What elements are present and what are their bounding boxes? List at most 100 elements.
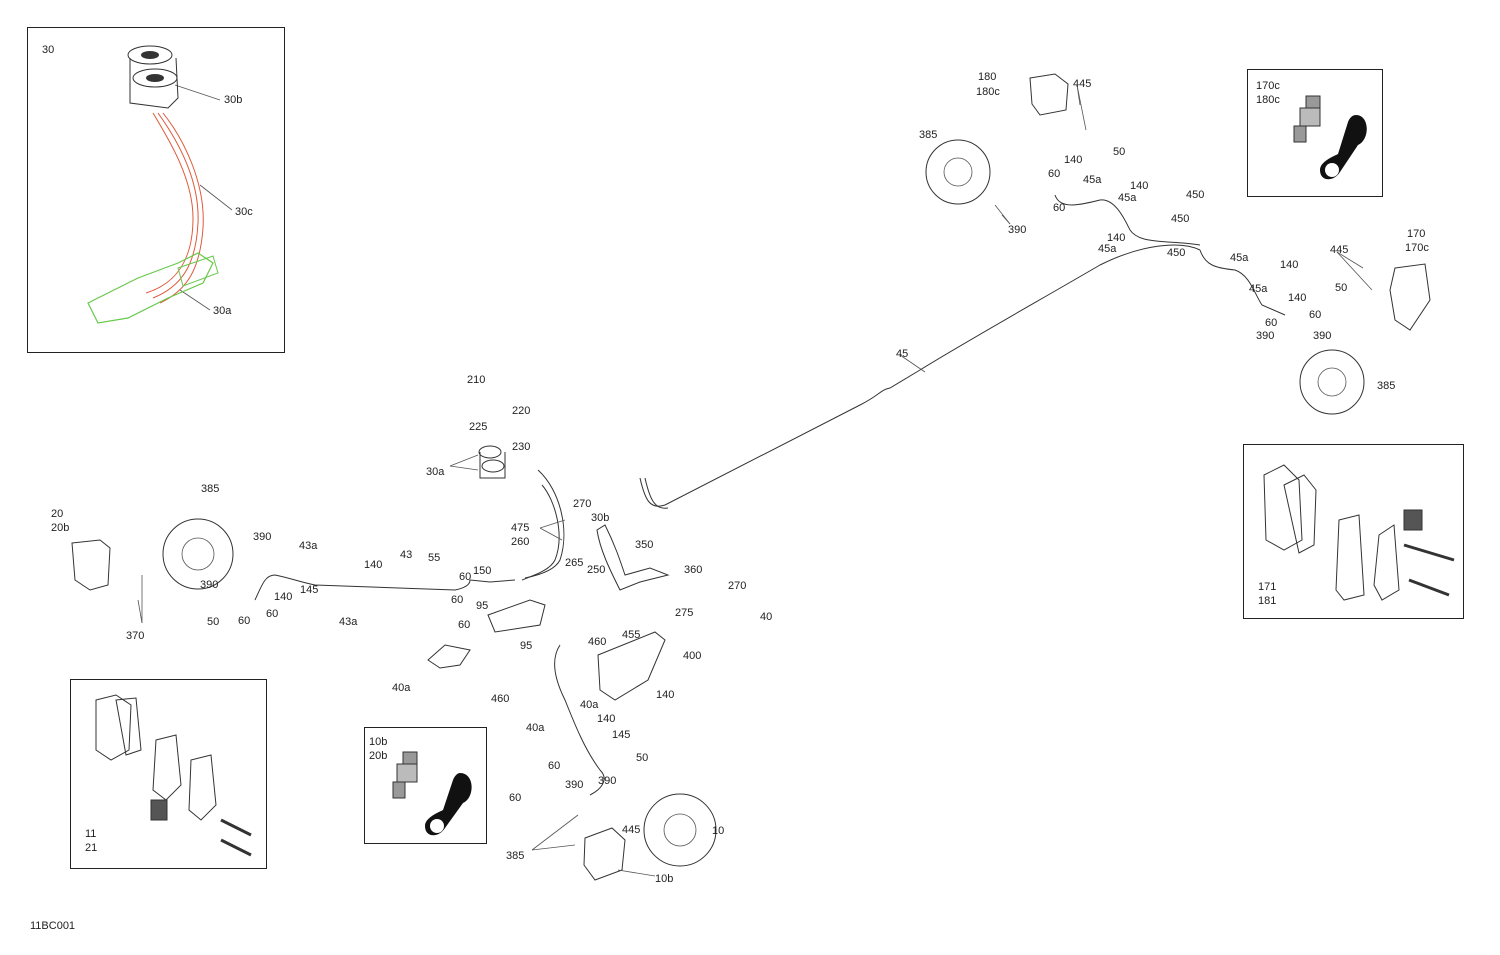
detail-box-170c: 170c 180c — [1247, 69, 1383, 197]
callout-260: 265 — [565, 557, 584, 569]
callout-450: 450 — [1167, 247, 1186, 259]
detail-box-30-label: 30 — [42, 44, 55, 56]
detail-box-11: 11 21 — [70, 679, 267, 869]
callout-30b: 475 — [511, 522, 530, 534]
callout-140: 40a — [580, 699, 599, 711]
callout-140: 140 — [1064, 154, 1083, 166]
callout-460: 140 — [656, 689, 675, 701]
callout-55: 55 — [428, 552, 441, 564]
bleeder-and-cap-drawing — [1293, 95, 1367, 180]
callout-60: 60 — [458, 619, 471, 631]
callout-390: 390 — [200, 579, 219, 591]
callout-445: 385 — [506, 850, 525, 862]
callout-145: 145 — [300, 584, 319, 596]
callout-30a: 30a — [213, 305, 232, 317]
callout-220: 220 — [512, 405, 531, 417]
callout-10: 10b — [655, 873, 674, 885]
callout-60: 60 — [1265, 317, 1278, 329]
callout-50: 50 — [207, 616, 220, 628]
callout-60: 60 — [1053, 202, 1066, 214]
brake-pad-kit-drawing — [1263, 464, 1455, 601]
callout-270: 30b — [591, 512, 610, 524]
callout-445: 370 — [126, 630, 145, 642]
callout-475: 260 — [511, 536, 530, 548]
callout-385: 10 — [712, 825, 725, 837]
callout-450: 450 — [1171, 213, 1190, 225]
callout-50: 50 — [1113, 146, 1126, 158]
callout-60: 390 — [565, 779, 584, 791]
callout-180c: 180c — [976, 86, 1000, 98]
callout-45a: 45a — [1083, 174, 1102, 186]
callout-30c: 30c — [235, 206, 253, 218]
detail-box-10b: 10b 20b — [364, 727, 487, 844]
callout-460: 455 — [622, 629, 641, 641]
detail-box-30: 30 — [27, 27, 285, 353]
callout-40a: 140 — [597, 713, 616, 725]
callout-60: 60 — [459, 571, 472, 583]
callout-45a: 45a — [1249, 283, 1268, 295]
callout-45: 45 — [896, 348, 909, 360]
callout-225: 225 — [469, 421, 488, 433]
callout-210: 210 — [467, 374, 486, 386]
callout-45a: 45a — [1230, 252, 1249, 264]
callout-150: 150 — [473, 565, 492, 577]
callout-390: 50 — [636, 752, 649, 764]
callout-140: 140 — [1130, 180, 1149, 192]
callout-390: 390 — [253, 531, 272, 543]
callout-60: 390 — [598, 775, 617, 787]
detail-box-11-line1: 11 — [85, 828, 97, 840]
callout-140: 140 — [274, 591, 293, 603]
callout-170: 170 — [1407, 228, 1426, 240]
callout-350: 360 — [684, 564, 703, 576]
callout-50: 50 — [1335, 282, 1348, 294]
callout-140: 140 — [1288, 292, 1307, 304]
callout-170c: 170c — [1405, 242, 1429, 254]
callout-43a: 43a — [339, 616, 358, 628]
callout-43a: 43a — [299, 540, 318, 552]
detail-box-10b-line1: 10b — [369, 736, 388, 748]
callout-265: 250 — [587, 564, 606, 576]
callout-400: 40a — [392, 682, 411, 694]
callout-60: 60 — [266, 608, 279, 620]
callout-60: 60 — [238, 615, 251, 627]
detail-box-10b-line2: 20b — [369, 750, 388, 762]
callout-360: 270 — [728, 580, 747, 592]
callout-50: 60 — [509, 792, 522, 804]
callout-390: 390 — [1256, 330, 1275, 342]
brake-pad-kit-drawing — [95, 694, 252, 857]
detail-box-170c-line1: 170c — [1256, 80, 1280, 92]
detail-box-11-line2: 21 — [85, 842, 98, 854]
callout-145: 60 — [548, 760, 561, 772]
callout-385: 385 — [1377, 380, 1396, 392]
callout-445: 445 — [1330, 244, 1349, 256]
callout-445: 445 — [1073, 78, 1092, 90]
callout-390: 390 — [1313, 330, 1332, 342]
callout-60: 60 — [451, 594, 464, 606]
callout-43: 43 — [400, 549, 413, 561]
callout-450: 450 — [1186, 189, 1205, 201]
callout-250: 350 — [635, 539, 654, 551]
callout-60: 60 — [1048, 168, 1061, 180]
callout-370: 270 — [573, 498, 592, 510]
detail-box-171: 171 181 — [1243, 444, 1464, 619]
callout-455: 400 — [683, 650, 702, 662]
detail-box-171-line1: 171 — [1258, 581, 1277, 593]
callout-95: 95 — [476, 600, 489, 612]
callout-60: 60 — [1309, 309, 1322, 321]
detail-box-170c-line2: 180c — [1256, 94, 1280, 106]
callout-45a: 45a — [1098, 243, 1117, 255]
diagram-code: 11BC001 — [30, 920, 76, 932]
callout-275: 40 — [760, 611, 773, 623]
callout-40a: 460 — [491, 693, 510, 705]
callout-230: 230 — [512, 441, 531, 453]
callout-390: 445 — [622, 824, 641, 836]
callout-140: 140 — [1107, 232, 1126, 244]
callout-30b: 30b — [224, 94, 243, 106]
detail-box-171-line2: 181 — [1258, 595, 1277, 607]
callout-140: 140 — [364, 559, 383, 571]
callout-20b: 20b — [51, 522, 70, 534]
callout-95: 95 — [520, 640, 533, 652]
callout-390: 390 — [1008, 224, 1027, 236]
callout-40a: 145 — [612, 729, 631, 741]
